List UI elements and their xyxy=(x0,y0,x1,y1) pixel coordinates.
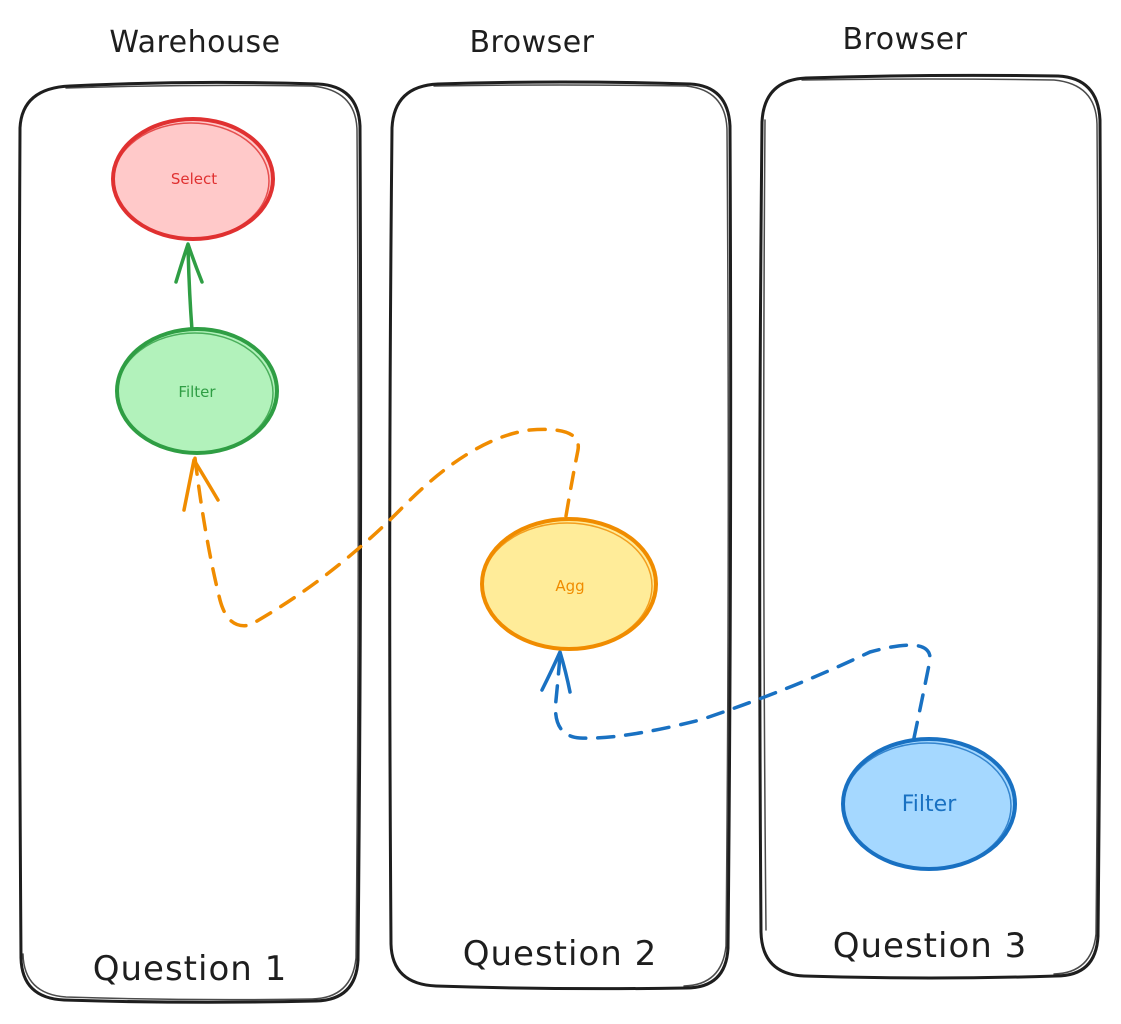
question-2-label: Question 2 xyxy=(463,934,658,974)
filter-node-question-1: Filter xyxy=(115,327,279,455)
arrow-agg-to-filter xyxy=(182,427,580,628)
column-title-warehouse: Warehouse xyxy=(109,25,280,60)
column-box-question-1 xyxy=(17,80,363,1004)
column-title-browser-2: Browser xyxy=(469,25,594,60)
column-title-browser-3: Browser xyxy=(842,22,967,57)
select-node: Select xyxy=(111,117,275,241)
arrow-filter-to-agg xyxy=(540,643,932,740)
filter-node-question-3-label: Filter xyxy=(902,792,957,817)
question-3-label: Question 3 xyxy=(833,926,1028,966)
filter-node-question-3: Filter xyxy=(841,737,1017,871)
question-1-label: Question 1 xyxy=(93,949,288,989)
column-box-question-3 xyxy=(758,73,1103,980)
column-box-question-2 xyxy=(388,80,733,991)
agg-node-label: Agg xyxy=(555,577,584,595)
filter-node-question-1-label: Filter xyxy=(178,383,216,401)
select-node-label: Select xyxy=(171,170,217,188)
agg-node: Agg xyxy=(480,517,658,651)
arrow-filter-to-select xyxy=(174,242,204,332)
